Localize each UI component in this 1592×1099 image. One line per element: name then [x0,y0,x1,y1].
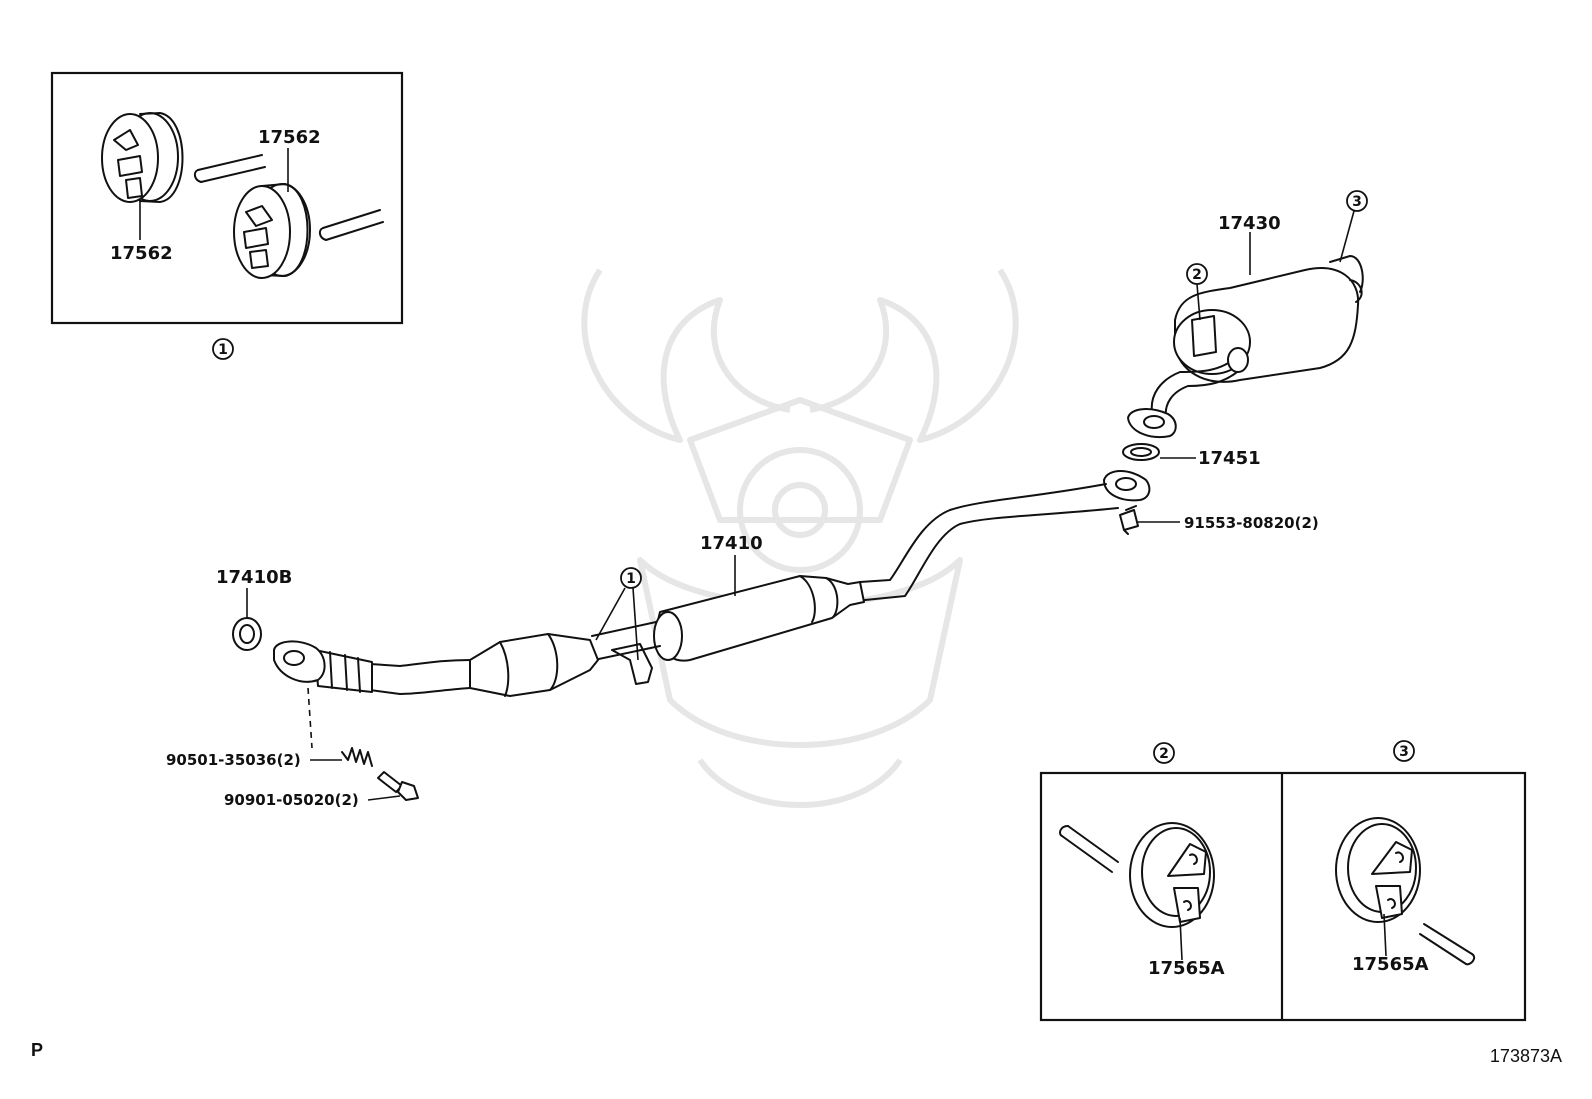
label-91553-80820: 91553-80820(2) [1184,514,1319,532]
tail-muffler-17430 [1127,255,1364,438]
label-90501-35036: 90501-35036(2) [166,751,301,769]
exhaust-mount-17565A-detail-2 [1059,822,1215,928]
gasket-17410B [232,617,262,651]
svg-text:3: 3 [1352,194,1362,210]
center-exhaust-pipe-17410 [273,470,1151,697]
svg-text:2: 2 [1159,746,1169,762]
figure-code: 173873A [1490,1046,1562,1066]
detail-callout-1: 1 [212,338,234,360]
bolt-91553-80820 [1119,505,1139,535]
label-17565A-detail-3: 17565A [1352,954,1429,975]
label-17565A-detail-2: 17565A [1148,958,1225,979]
spring-90501-35036 [341,747,373,767]
label-17562-lower: 17562 [110,243,173,264]
bolt-90901-05020 [377,771,419,801]
detail-box-1: 17562 17562 [50,71,404,325]
gasket-17451 [1122,443,1160,461]
exhaust-mount-17562-right [233,183,311,279]
detail-callout-2: 2 [1153,742,1175,764]
svg-text:1: 1 [218,342,228,358]
svg-text:1: 1 [626,571,636,587]
label-17410B: 17410B [216,567,292,588]
hanger-rod [193,154,384,241]
svg-text:2: 2 [1192,267,1202,283]
label-17430: 17430 [1218,213,1281,234]
detail-callout-3: 3 [1393,740,1415,762]
detail-box-2-3 [1039,771,1527,1022]
label-90901-05020: 90901-05020(2) [224,791,359,809]
label-17562-upper: 17562 [258,127,321,148]
watermark-logo [581,268,1019,808]
ref-callout-3-muffler: 3 [1339,190,1368,263]
page-mark-p: P [31,1040,43,1060]
exhaust-mount-17562-left [101,112,184,203]
ref-callout-2-muffler: 2 [1186,263,1208,321]
exhaust-mount-17565A-detail-3 [1335,817,1476,966]
ref-callout-1-pipe: 1 [595,567,642,661]
label-17410: 17410 [700,533,763,554]
svg-text:3: 3 [1399,744,1409,760]
label-17451: 17451 [1198,448,1261,469]
